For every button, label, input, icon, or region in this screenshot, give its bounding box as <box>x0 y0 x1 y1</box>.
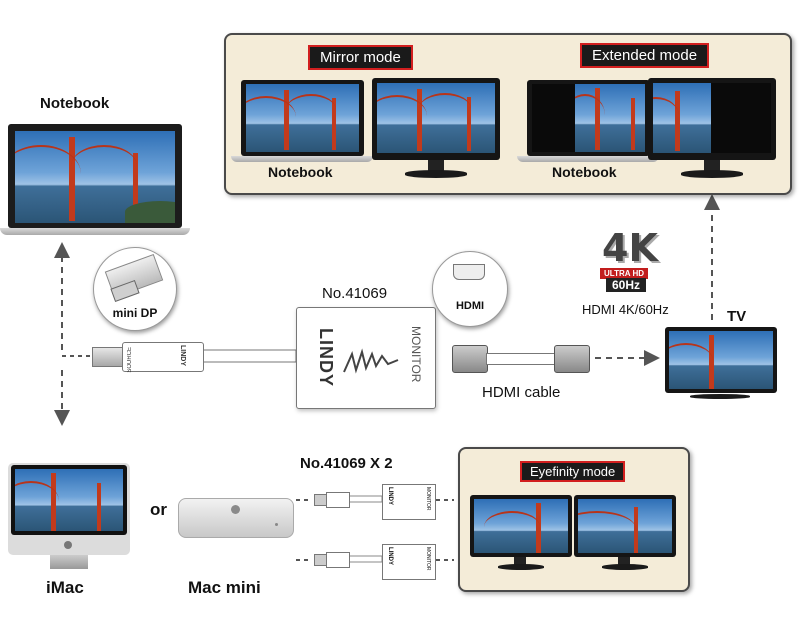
eyefinity-mode-tag: Eyefinity mode <box>520 461 626 482</box>
small-plug-body-1 <box>326 492 350 508</box>
mirror-monitor-stand <box>428 160 444 172</box>
hdmi-cable-label: HDMI cable <box>482 384 561 401</box>
mini-dp-metal-tip <box>92 347 124 367</box>
extended-mode-tag: Extended mode <box>580 43 710 68</box>
small-adapter-2-port: MONITOR <box>425 547 431 571</box>
extended-monitor-screen-dark <box>711 83 771 153</box>
eyefinity-monitor-right-foot <box>602 564 648 570</box>
mirror-monitor-foot <box>405 170 467 178</box>
imac-stand <box>50 555 88 569</box>
mirror-notebook-screen <box>246 84 359 152</box>
mac-mini-apple-icon <box>231 505 240 514</box>
product-number: No.41069 <box>322 285 388 302</box>
eyefinity-monitor-right-stand <box>618 557 630 565</box>
apple-logo-icon <box>64 541 72 549</box>
tv-foot <box>690 394 750 399</box>
tv-label: TV <box>727 308 747 325</box>
hdmi-cable-line <box>486 353 556 365</box>
eyefinity-monitor-left-stand <box>514 557 526 565</box>
eyefinity-monitor-right-screen <box>578 499 672 553</box>
source-text: SOURCE <box>127 347 133 373</box>
mirror-monitor-screen <box>377 83 495 153</box>
eyefinity-monitor-left-screen <box>474 499 568 553</box>
small-cable-1 <box>347 495 383 503</box>
small-plug-body-2 <box>326 552 350 568</box>
tv-screen <box>669 331 773 389</box>
small-adapter-2-brand: LINDY <box>387 547 393 565</box>
signature-mark <box>343 348 399 374</box>
mac-mini-label: Mac mini <box>188 578 261 597</box>
imac-screen <box>15 469 123 531</box>
mirror-notebook-label: Notebook <box>268 164 333 180</box>
notebook-base <box>0 228 190 235</box>
notebook-screen <box>15 131 175 223</box>
plug-lindy-text: LINDY <box>179 345 186 366</box>
mini-dp-label: mini DP <box>112 306 158 320</box>
extended-monitor-foot <box>681 170 743 178</box>
hdmi-spec-label: HDMI 4K/60Hz <box>582 302 669 317</box>
4k-hz-text: 60Hz <box>606 278 647 292</box>
or-label: or <box>150 500 167 519</box>
mac-mini-box <box>178 498 294 538</box>
hdmi-plug-left <box>452 345 488 373</box>
mini-dp-connector-circle: mini DP <box>93 247 177 331</box>
adapter-port-label: MONITOR <box>409 326 423 383</box>
extended-notebook-screen-dark <box>532 84 582 152</box>
extended-notebook-base <box>517 156 659 162</box>
4k-ultra-text: ULTRA HD <box>600 268 648 279</box>
small-adapter-1: LINDY MONITOR <box>382 484 436 520</box>
mirror-notebook-base <box>231 156 373 162</box>
adapter-box: LINDY MONITOR <box>296 307 436 409</box>
mirror-mode-tag: Mirror mode <box>308 45 413 70</box>
extended-notebook-label: Notebook <box>552 164 617 180</box>
small-cable-2 <box>347 555 383 563</box>
eyefinity-monitor-left-foot <box>498 564 544 570</box>
imac-label: iMac <box>46 578 84 597</box>
small-adapter-1-port: MONITOR <box>425 487 431 511</box>
4k-badge: 4K ULTRA HD 60Hz <box>594 226 672 294</box>
hdmi-connector-circle: HDMI <box>432 251 508 327</box>
4k-big-text: 4K <box>602 226 658 270</box>
small-adapter-2: LINDY MONITOR <box>382 544 436 580</box>
extended-monitor-stand <box>704 160 720 172</box>
hdmi-port-icon <box>453 264 485 280</box>
mini-dp-cable <box>199 349 297 363</box>
mac-mini-led <box>275 523 278 526</box>
hdmi-plug-right <box>554 345 590 373</box>
adapter-brand: LINDY <box>316 328 336 387</box>
notebook-label: Notebook <box>40 95 110 112</box>
small-adapter-1-brand: LINDY <box>387 487 393 505</box>
mini-dp-plug-body: SOURCE LINDY <box>122 342 204 373</box>
hdmi-badge-label: HDMI <box>455 300 485 312</box>
extended-monitor-screen <box>653 83 711 153</box>
dual-product-number: No.41069 X 2 <box>300 455 393 472</box>
extended-notebook-screen <box>575 84 645 152</box>
